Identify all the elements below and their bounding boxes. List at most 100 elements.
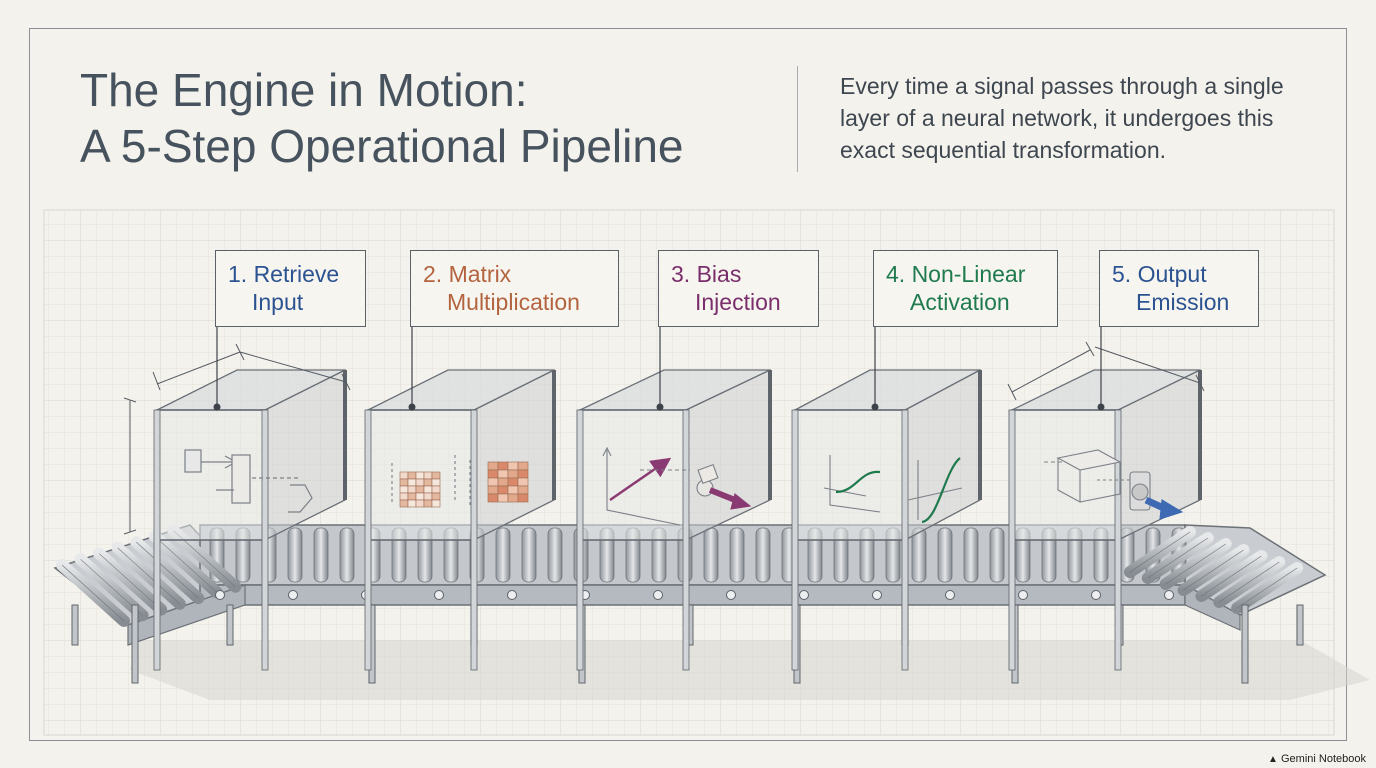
box-front-face xyxy=(579,409,687,541)
roller-edge xyxy=(1183,549,1244,591)
conveyor-leg xyxy=(131,604,139,684)
outer-frame xyxy=(29,28,1347,741)
matrix-cell xyxy=(431,499,441,508)
conveyor-roller xyxy=(313,527,329,583)
process-box-5 xyxy=(1008,368,1202,671)
roller-edge xyxy=(98,553,162,610)
matrix-cell xyxy=(407,478,417,487)
roller-edge xyxy=(1236,567,1298,609)
matrix-cell xyxy=(517,485,529,495)
matrix-cell xyxy=(487,469,499,479)
box-frame-post xyxy=(682,409,690,671)
conveyor-roller xyxy=(963,527,979,583)
frame-bolt xyxy=(434,590,444,600)
matrix-cell xyxy=(431,492,441,501)
roller-edge xyxy=(154,536,218,593)
roller-edge xyxy=(1147,537,1209,579)
roller-edge xyxy=(1165,543,1226,585)
matrix-cell xyxy=(399,485,409,494)
matrix-cell xyxy=(517,469,529,479)
matrix-cell xyxy=(407,492,417,501)
box1-contents xyxy=(184,449,313,513)
step-label-line-1: 5. Output xyxy=(1112,261,1207,287)
process-box-3 xyxy=(576,368,772,671)
matrix-cell xyxy=(487,461,499,471)
matrix-cell xyxy=(415,492,425,501)
process-box-4 xyxy=(791,368,982,671)
box-frame-post xyxy=(470,409,478,671)
conveyor-leg xyxy=(1296,604,1304,646)
box-front-face xyxy=(1011,409,1119,541)
description-text: Every time a signal passes through a sin… xyxy=(840,73,1284,163)
page-title: The Engine in Motion: A 5-Step Operation… xyxy=(80,62,780,174)
box-frame-post xyxy=(364,409,372,671)
title-line-2: A 5-Step Operational Pipeline xyxy=(80,120,684,172)
frame-bolt xyxy=(945,590,955,600)
matrix-cell xyxy=(415,485,425,494)
matrix-cell xyxy=(517,493,529,503)
matrix-cell xyxy=(415,499,425,508)
conveyor-roller xyxy=(989,527,1005,583)
conveyor-roller xyxy=(339,527,355,583)
matrix-cell xyxy=(423,499,433,508)
conveyor-leg xyxy=(226,604,234,646)
step-label-line-2: Activation xyxy=(910,289,1010,315)
frame-bolt xyxy=(215,590,225,600)
matrix-cell xyxy=(415,471,425,480)
frame-bolt xyxy=(653,590,663,600)
matrix-cell xyxy=(399,471,409,480)
frame-bolt xyxy=(1018,590,1028,600)
conveyor-roller xyxy=(703,527,719,583)
box-front-face xyxy=(794,409,906,541)
conveyor-shadow xyxy=(130,640,1370,700)
box2-contents xyxy=(391,455,529,508)
matrix-cell xyxy=(399,478,409,487)
matrix-cell xyxy=(507,469,519,479)
box-frame-post xyxy=(153,409,161,671)
box-frame-post xyxy=(1008,409,1016,671)
matrix-cell xyxy=(507,461,519,471)
matrix-cell xyxy=(517,461,529,471)
watermark: ▲ Gemini Notebook xyxy=(1268,753,1366,765)
matrix-cell xyxy=(423,478,433,487)
matrix-cell xyxy=(431,485,441,494)
box-frame-post xyxy=(791,409,799,671)
matrix-cell xyxy=(423,471,433,480)
matrix-cell xyxy=(497,461,509,471)
notebook-logo-icon: ▲ xyxy=(1268,754,1278,765)
matrix-cell xyxy=(407,485,417,494)
conveyor-roller xyxy=(729,527,745,583)
process-box-2 xyxy=(364,368,556,671)
conveyor-roller xyxy=(755,527,771,583)
frame-bolt xyxy=(288,590,298,600)
step-label-line-1: 2. Matrix xyxy=(423,261,512,287)
roller-edge xyxy=(117,547,180,605)
matrix-cell xyxy=(407,471,417,480)
frame-bolt xyxy=(726,590,736,600)
frame-bolt xyxy=(1164,590,1174,600)
matrix-cell xyxy=(399,499,409,508)
frame-bolt xyxy=(507,590,517,600)
matrix-cell xyxy=(399,492,409,501)
box-frame-post xyxy=(901,409,909,671)
box5-contents xyxy=(1044,449,1184,520)
matrix-cell xyxy=(507,485,519,495)
matrix-cell xyxy=(423,485,433,494)
matrix-cell xyxy=(407,499,417,508)
step-label-line-1: 3. Bias xyxy=(671,261,742,287)
conveyor-roller xyxy=(547,527,563,583)
matrix-cell xyxy=(431,471,441,480)
matrix-cell xyxy=(497,469,509,479)
box4-contents xyxy=(823,455,963,524)
frame-bolt xyxy=(799,590,809,600)
step-label-line-2: Input xyxy=(252,289,304,315)
matrix-cell xyxy=(497,493,509,503)
header-divider xyxy=(797,66,798,172)
matrix-cell xyxy=(487,485,499,495)
frame-bolt xyxy=(1091,590,1101,600)
